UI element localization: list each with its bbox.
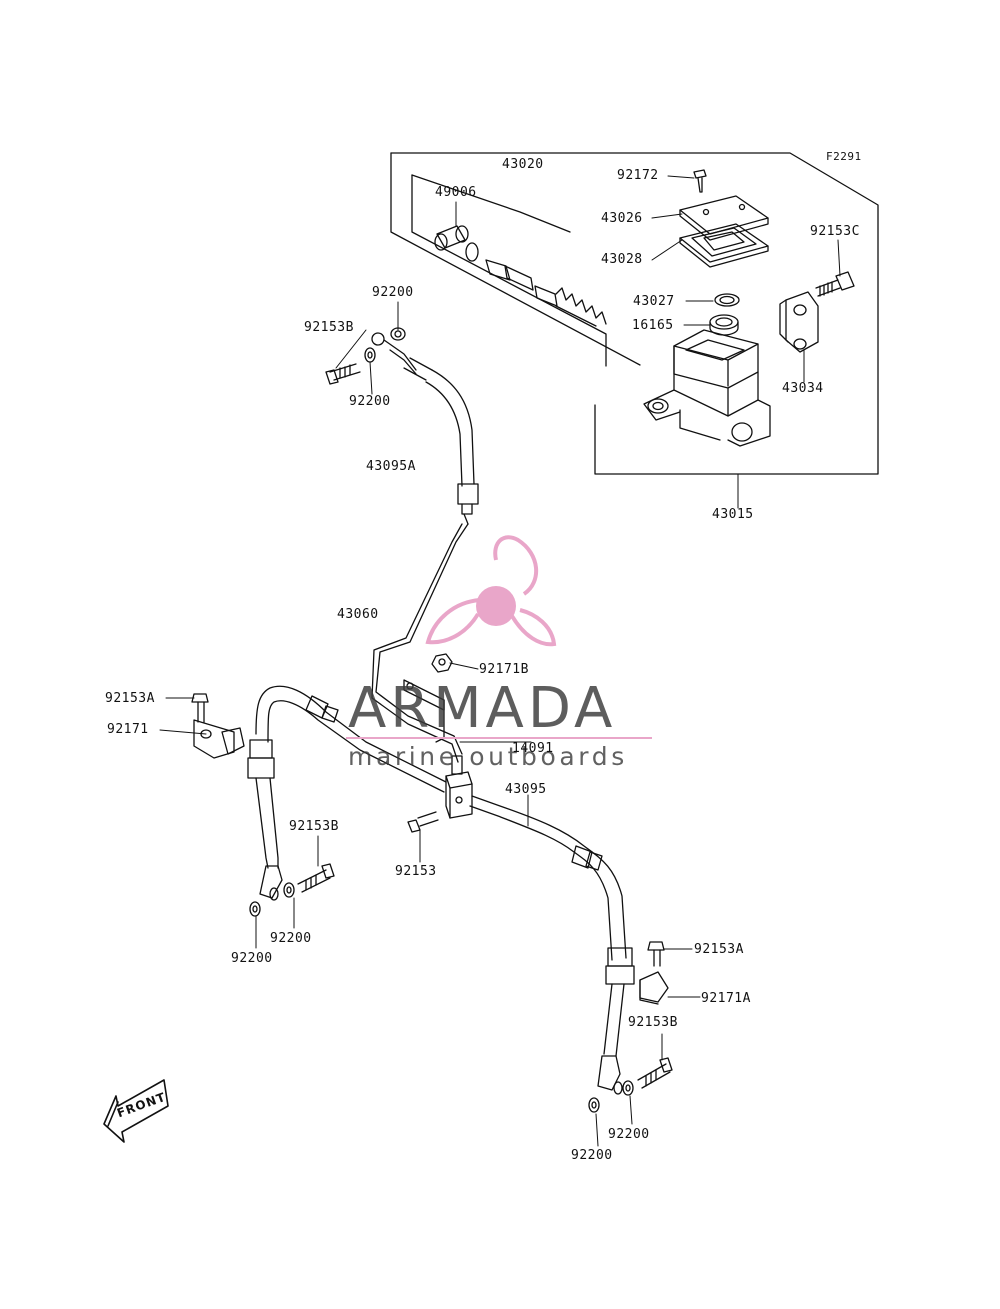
screw-92172 xyxy=(693,169,707,193)
part-label-92200-right1[interactable]: 92200 xyxy=(608,1127,650,1142)
ring-43027 xyxy=(714,293,740,307)
banjo-bolt-top xyxy=(325,330,402,385)
left-banjo-bolt xyxy=(249,863,335,917)
assembly-outline-43015 xyxy=(390,152,879,475)
left-bolt-92153A xyxy=(191,693,209,723)
part-label-92153C[interactable]: 92153C xyxy=(810,224,860,239)
part-label-92200-left1[interactable]: 92200 xyxy=(270,931,312,946)
right-hose-43095 xyxy=(469,795,635,1095)
part-label-43020[interactable]: 43020 xyxy=(502,157,544,172)
part-label-92171B[interactable]: 92171B xyxy=(479,662,529,677)
part-label-92200-top[interactable]: 92200 xyxy=(372,285,414,300)
part-label-43034[interactable]: 43034 xyxy=(782,381,824,396)
part-label-43095[interactable]: 43095 xyxy=(505,782,547,797)
part-label-92200-right2[interactable]: 92200 xyxy=(571,1148,613,1163)
piston-kit-43020 xyxy=(434,225,607,327)
figure-id: F2291 xyxy=(826,150,862,163)
part-label-92171-left[interactable]: 92171 xyxy=(107,722,149,737)
propeller-logo-icon xyxy=(425,535,557,647)
part-label-16165[interactable]: 16165 xyxy=(632,318,674,333)
brake-line-43060 xyxy=(371,523,469,763)
clamp-43034 xyxy=(779,291,819,353)
right-clamp-92171A xyxy=(639,971,669,1005)
watermark-tagline: marine outboards xyxy=(348,742,628,771)
part-label-92153B-top[interactable]: 92153B xyxy=(304,320,354,335)
leader-lines xyxy=(159,175,841,1147)
bolt-92153C xyxy=(815,271,855,297)
right-banjo-bolt xyxy=(588,1057,673,1113)
upper-hose-43095A xyxy=(371,327,479,525)
diaphragm-43028 xyxy=(679,223,769,268)
left-hose xyxy=(247,685,447,901)
master-cylinder-body xyxy=(643,329,771,447)
part-label-43027[interactable]: 43027 xyxy=(633,294,675,309)
part-label-92171A-right[interactable]: 92171A xyxy=(701,991,751,1006)
part-label-92200-top2[interactable]: 92200 xyxy=(349,394,391,409)
junction-block xyxy=(445,755,473,819)
watermark-brand: ARMADA xyxy=(348,676,617,741)
part-label-92153-center[interactable]: 92153 xyxy=(395,864,437,879)
part-label-92172[interactable]: 92172 xyxy=(617,168,659,183)
front-arrow-icon xyxy=(103,1079,169,1143)
part-label-92153B-right[interactable]: 92153B xyxy=(628,1015,678,1030)
right-bolt-92153A xyxy=(647,941,665,967)
part-label-43028[interactable]: 43028 xyxy=(601,252,643,267)
part-label-43015[interactable]: 43015 xyxy=(712,507,754,522)
part-label-92153A-left[interactable]: 92153A xyxy=(105,691,155,706)
part-label-92153B-left[interactable]: 92153B xyxy=(289,819,339,834)
part-label-49006[interactable]: 49006 xyxy=(435,185,477,200)
part-label-14091[interactable]: 14091 xyxy=(512,741,554,756)
part-label-43060[interactable]: 43060 xyxy=(337,607,379,622)
left-clamp-92171 xyxy=(193,719,245,759)
nut-92171B xyxy=(431,653,453,673)
part-label-43095A[interactable]: 43095A xyxy=(366,459,416,474)
part-label-92153A-right[interactable]: 92153A xyxy=(694,942,744,957)
part-label-92200-left2[interactable]: 92200 xyxy=(231,951,273,966)
bolt-92153-center xyxy=(407,811,439,833)
part-label-43026[interactable]: 43026 xyxy=(601,211,643,226)
